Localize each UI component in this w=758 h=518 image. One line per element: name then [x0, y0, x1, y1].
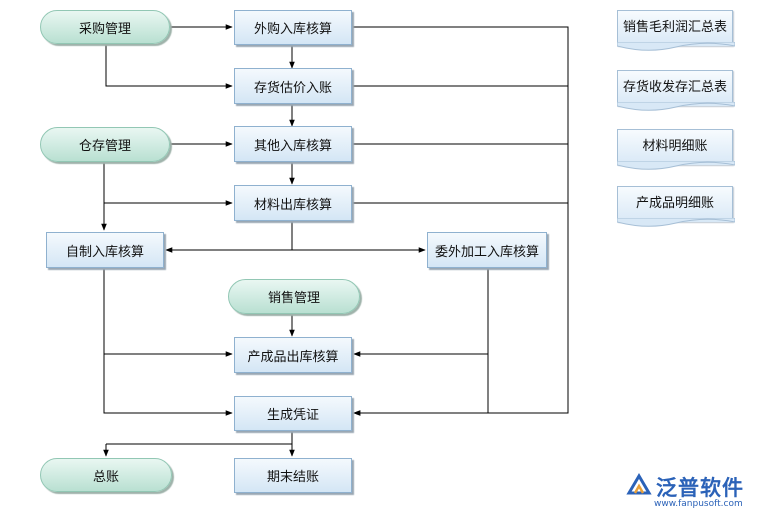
node-warehouse: 仓存管理	[40, 127, 170, 162]
node-label: 其他入库核算	[253, 138, 332, 154]
report-sales-gross-profit: 销售毛利润汇总表	[617, 10, 735, 51]
report-label: 销售毛利润汇总表	[622, 20, 727, 35]
report-material-ledger: 材料明细账	[617, 129, 735, 170]
node-product-out: 产成品出库核算	[234, 337, 352, 373]
node-label: 外购入库核算	[253, 22, 332, 37]
node-label: 销售管理	[267, 291, 320, 306]
node-material-out: 材料出库核算	[234, 185, 352, 221]
brand-logo: 泛普软件 www.fanpusoft.com	[626, 470, 756, 514]
node-label: 仓存管理	[78, 139, 131, 154]
node-label: 期末结账	[266, 470, 319, 485]
document-wave	[617, 102, 735, 111]
node-purchase-in: 外购入库核算	[234, 10, 352, 45]
node-self-made-in: 自制入库核算	[46, 232, 164, 268]
node-label: 材料出库核算	[253, 197, 332, 213]
node-period-close: 期末结账	[234, 458, 352, 493]
edge-voucher-branch	[106, 431, 293, 445]
node-label: 采购管理	[78, 21, 131, 37]
node-label: 存货估价入账	[253, 80, 332, 96]
node-procurement: 采购管理	[40, 10, 170, 44]
node-sales: 销售管理	[228, 279, 360, 314]
edge-outsourced-to-product-out	[353, 268, 489, 357]
brand-name: 泛普软件	[656, 476, 744, 500]
report-label: 产成品明细账	[635, 196, 714, 211]
node-label: 生成凭证	[266, 408, 319, 423]
report-label: 材料明细账	[642, 139, 708, 154]
node-ledger: 总账	[40, 458, 172, 492]
report-label: 存货收发存汇总表	[622, 80, 727, 95]
edge-self-made-to-voucher	[103, 354, 233, 416]
brand-url: www.fanpusoft.com	[654, 499, 743, 509]
report-inventory-summary: 存货收发存汇总表	[617, 70, 735, 111]
edge-self-made-to-product-out	[103, 268, 233, 357]
edge-right-bus	[353, 26, 569, 416]
node-label: 总账	[92, 469, 119, 485]
node-outsourced-in: 委外加工入库核算	[427, 232, 547, 268]
document-wave	[617, 161, 735, 170]
edge-procurement-to-inventory-est	[105, 45, 233, 89]
fanpu-logo-icon	[626, 473, 652, 495]
document-wave	[617, 42, 735, 51]
report-product-ledger: 产成品明细账	[617, 186, 735, 227]
node-other-in: 其他入库核算	[234, 126, 352, 162]
node-label: 自制入库核算	[65, 244, 144, 260]
node-label: 委外加工入库核算	[434, 244, 539, 260]
document-wave	[617, 218, 735, 227]
node-voucher: 生成凭证	[234, 396, 352, 431]
node-inventory-est: 存货估价入账	[234, 68, 352, 104]
node-label: 产成品出库核算	[247, 349, 339, 365]
edge-outsourced-to-voucher	[353, 354, 489, 416]
